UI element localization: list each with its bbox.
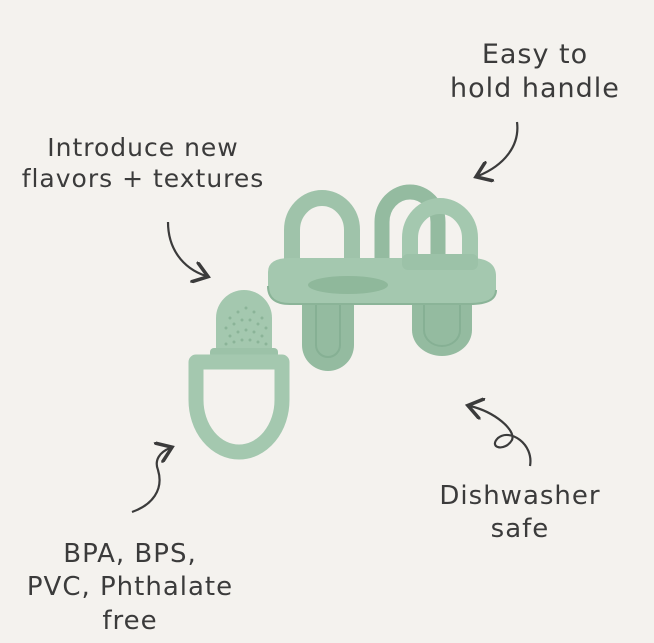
annotation-easy-to-hold-handle: Easy to hold handle <box>440 38 630 106</box>
annotation-line: free <box>102 605 158 636</box>
annotation-line: safe <box>490 513 550 544</box>
annotation-line: Dishwasher <box>439 481 601 511</box>
teether <box>188 290 290 460</box>
annotation-dishwasher-safe: Dishwasher safe <box>420 480 620 545</box>
annotation-introduce-flavors: Introduce new flavors + textures <box>8 132 278 195</box>
annotation-line: Easy to <box>481 39 589 70</box>
annotation-line: flavors + textures <box>21 164 265 194</box>
arrow-to-bpa <box>131 448 170 514</box>
annotation-bpa-free: BPA, BPS, PVC, Phthalate free <box>10 538 250 638</box>
annotation-line: hold handle <box>450 72 620 104</box>
arrow-to-dishwasher <box>470 406 532 467</box>
popsicle-tray <box>267 184 497 371</box>
arrow-to-handle <box>478 121 519 176</box>
annotation-line: Introduce new <box>47 133 239 162</box>
annotation-line: BPA, BPS, <box>63 539 197 569</box>
arrow-to-flavors <box>166 221 206 276</box>
annotation-line: PVC, Phthalate <box>26 572 234 603</box>
